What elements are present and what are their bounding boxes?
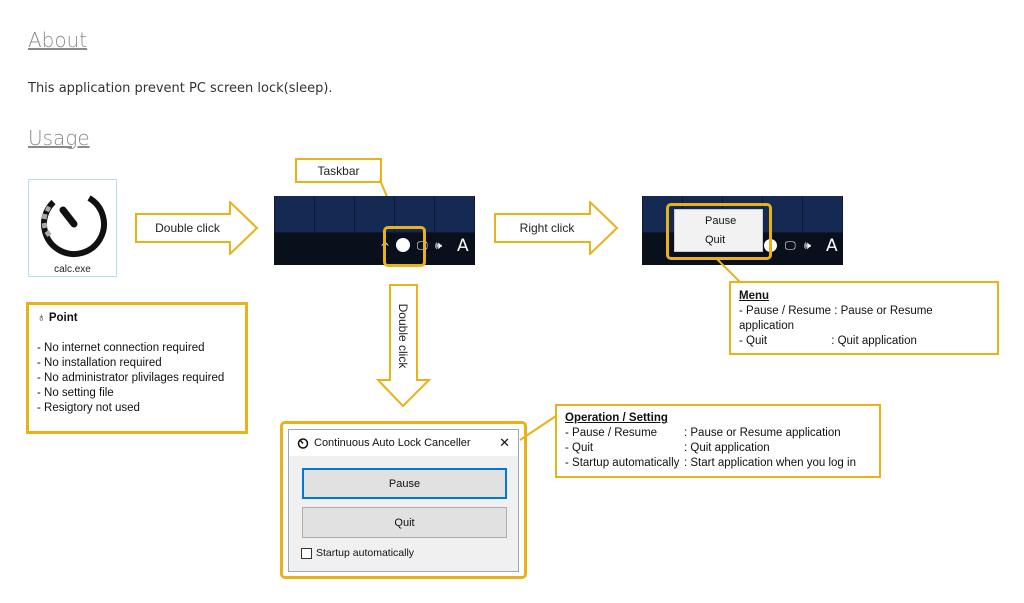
network-icon[interactable]: 🖵 [785,239,796,252]
menu-note-line: - Quit : Quit application [739,335,917,347]
taskbar-callout: Taskbar [295,158,382,183]
tray-icon-highlight [383,226,426,267]
timer-icon [41,191,107,257]
startup-checkbox-label: Startup automatically [316,547,415,559]
network-icon[interactable]: 🖵 [417,239,428,252]
dialog-highlight [280,421,527,579]
about-heading: About [28,28,88,52]
menu-note: Menu - Pause / Resume : Pause or Resume … [729,281,999,355]
startup-checkbox[interactable] [301,547,312,559]
usage-heading: Usage [28,126,90,150]
menu-note-title: Menu [739,290,770,302]
context-menu-pause[interactable]: Pause [705,215,737,227]
double-click-arrow-label: Double click [155,221,220,235]
pause-button[interactable]: Pause [302,468,507,499]
dialog-titlebar[interactable]: Continuous Auto Lock Canceller ✕ [289,430,518,456]
operation-note-line: - Quit: Quit application [565,442,770,454]
menu-note-line: - Pause / Resume : Pause or Resume appli… [739,305,933,332]
operation-note-title: Operation / Setting [565,412,668,424]
lightbulb-icon: ♁ [37,312,46,324]
app-icon-label: calc.exe [54,264,91,275]
volume-icon[interactable]: 🕪 [435,239,442,252]
point-note-line: - No internet connection required [37,342,205,354]
about-description: This application prevent PC screen lock(… [28,81,333,96]
close-icon[interactable]: ✕ [499,435,510,450]
operation-note-line: - Pause / Resume: Pause or Resume applic… [565,427,841,439]
ime-indicator[interactable]: A [457,236,469,256]
operation-note-line: - Startup automatically: Start applicati… [565,457,856,469]
dialog-window: Continuous Auto Lock Canceller ✕ Pause Q… [288,429,519,572]
point-note-header: ♁ Point [37,311,237,326]
ime-indicator[interactable]: A [826,236,838,256]
context-menu-highlight [666,203,772,260]
taskbar-screenshot: ^ 🖵 🕪 A [274,196,475,265]
right-click-arrow-label: Right click [519,221,575,235]
context-menu-quit[interactable]: Quit [705,234,726,246]
timer-tray-icon[interactable] [396,238,410,252]
volume-icon[interactable]: 🕪 [804,239,811,252]
context-menu: Pause Quit [674,209,763,252]
timer-icon [297,438,309,449]
double-click-down-arrow-label: Double click [396,303,410,369]
point-note-line: - No administrator plivilages required [37,372,225,384]
point-note-line: - No setting file [37,387,114,399]
app-icon-tile[interactable]: calc.exe [28,179,117,277]
quit-button[interactable]: Quit [302,507,507,538]
point-note: ♁ Point - No internet connection require… [26,302,248,434]
right-click-arrow: Right click [494,201,619,255]
point-note-line: - Resigtory not used [37,402,140,414]
startup-checkbox-row[interactable]: Startup automatically [301,547,414,559]
double-click-arrow: Double click [135,201,259,255]
dialog-title: Continuous Auto Lock Canceller [314,437,471,449]
point-note-line: - No installation required [37,357,162,369]
point-note-title: Point [48,312,78,324]
operation-note: Operation / Setting - Pause / Resume: Pa… [555,404,881,478]
double-click-down-arrow: Double click [376,284,431,408]
